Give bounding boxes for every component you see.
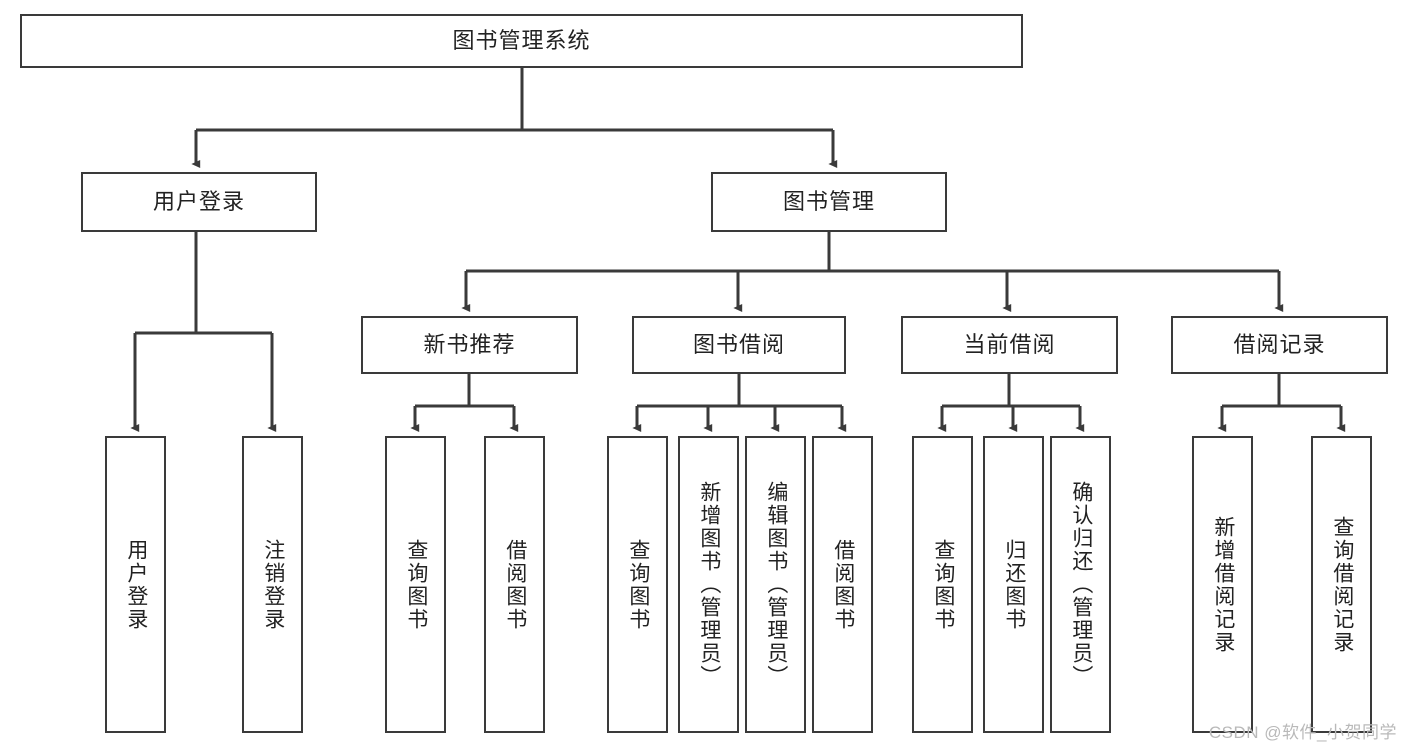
node-leaf-return-book[interactable]: 归还图书 xyxy=(983,436,1044,733)
watermark-credit: CSDN @软件_小贺同学 xyxy=(1208,723,1397,742)
node-leaf-add-book[interactable]: 新增图书（管理员） xyxy=(678,436,739,733)
node-new-book-recommend[interactable]: 新书推荐 xyxy=(361,316,578,374)
node-label: 借阅记录 xyxy=(1233,331,1326,357)
node-label: 新增借阅记录 xyxy=(1211,515,1235,654)
node-leaf-add-record[interactable]: 新增借阅记录 xyxy=(1192,436,1253,733)
node-label: 查询图书 xyxy=(626,538,650,631)
node-label: 借阅图书 xyxy=(831,538,855,631)
node-user-login[interactable]: 用户登录 xyxy=(81,172,317,232)
node-leaf-query-book-1[interactable]: 查询图书 xyxy=(385,436,446,733)
node-label: 图书管理系统 xyxy=(452,27,591,53)
node-leaf-borrow-book-1[interactable]: 借阅图书 xyxy=(484,436,545,733)
node-label: 用户登录 xyxy=(124,538,148,631)
node-label: 新书推荐 xyxy=(423,331,516,357)
node-leaf-query-book-3[interactable]: 查询图书 xyxy=(912,436,973,733)
node-borrow-record[interactable]: 借阅记录 xyxy=(1171,316,1388,374)
node-label: 图书管理 xyxy=(782,188,875,214)
node-root-system[interactable]: 图书管理系统 xyxy=(20,14,1023,68)
node-label: 编辑图书（管理员） xyxy=(764,481,788,688)
node-leaf-query-record[interactable]: 查询借阅记录 xyxy=(1311,436,1372,733)
node-label: 新增图书（管理员） xyxy=(697,481,721,688)
node-leaf-edit-book[interactable]: 编辑图书（管理员） xyxy=(745,436,806,733)
node-label: 查询图书 xyxy=(404,538,428,631)
node-current-borrow[interactable]: 当前借阅 xyxy=(901,316,1118,374)
node-label: 当前借阅 xyxy=(963,331,1056,357)
node-book-management[interactable]: 图书管理 xyxy=(711,172,947,232)
node-leaf-borrow-book-2[interactable]: 借阅图书 xyxy=(812,436,873,733)
node-label: 图书借阅 xyxy=(692,331,785,357)
node-label: 确认归还（管理员） xyxy=(1069,481,1093,688)
node-label: 查询借阅记录 xyxy=(1330,515,1354,654)
node-leaf-query-book-2[interactable]: 查询图书 xyxy=(607,436,668,733)
node-label: 用户登录 xyxy=(152,188,245,214)
node-leaf-confirm-return[interactable]: 确认归还（管理员） xyxy=(1050,436,1111,733)
node-book-borrow[interactable]: 图书借阅 xyxy=(632,316,846,374)
node-label: 归还图书 xyxy=(1002,538,1026,631)
node-label: 查询图书 xyxy=(931,538,955,631)
node-leaf-user-login[interactable]: 用户登录 xyxy=(105,436,166,733)
node-label: 注销登录 xyxy=(261,538,285,631)
node-label: 借阅图书 xyxy=(503,538,527,631)
node-leaf-logout[interactable]: 注销登录 xyxy=(242,436,303,733)
